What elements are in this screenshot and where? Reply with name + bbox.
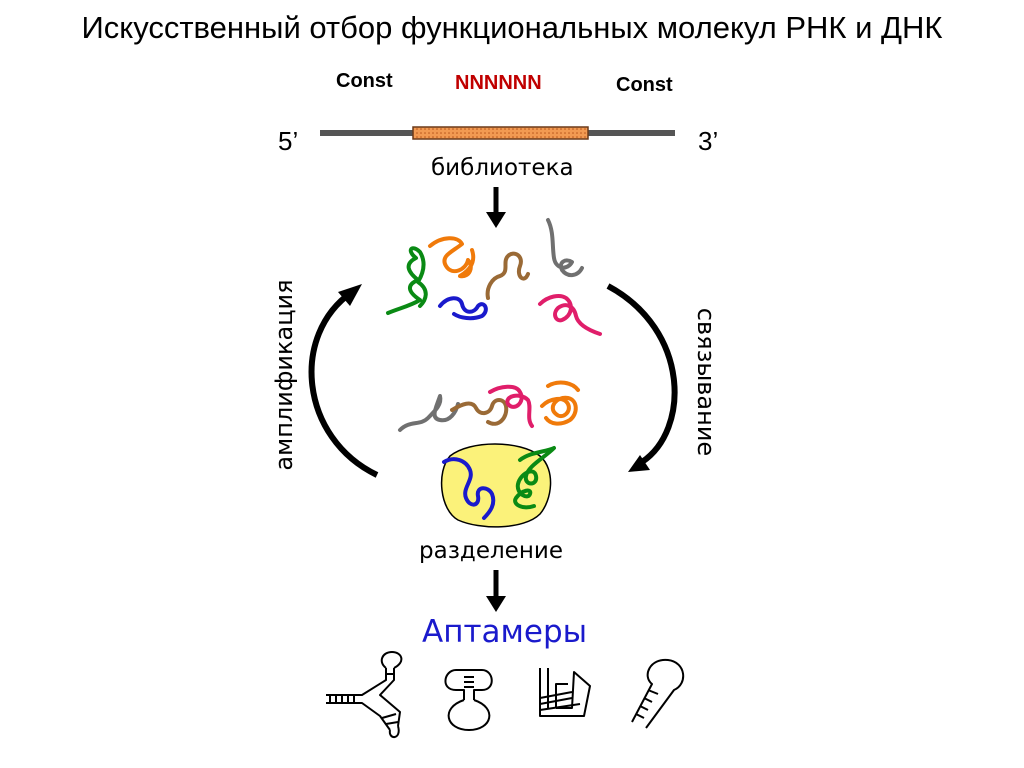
library-construct bbox=[320, 126, 675, 140]
random-region-label: NNNNNN bbox=[455, 72, 542, 94]
blue-strand bbox=[438, 296, 488, 321]
pink-strand bbox=[538, 294, 602, 336]
orange-strand-tail bbox=[546, 380, 580, 392]
random-insert-box bbox=[412, 126, 589, 140]
green-strand-bound bbox=[513, 446, 556, 510]
bound-strands bbox=[398, 380, 580, 520]
gray-strand bbox=[546, 218, 584, 277]
binding-arrow bbox=[606, 283, 678, 472]
amplification-arrow bbox=[308, 284, 379, 478]
separation-label: разделение bbox=[419, 538, 563, 564]
orange-strand-bound bbox=[540, 395, 578, 426]
const-right-label: Const bbox=[616, 74, 673, 96]
orange-strand bbox=[428, 236, 476, 279]
aptamer-simple-hairpin bbox=[631, 658, 684, 729]
brown-strand bbox=[485, 251, 530, 300]
three-prime-label: 3’ bbox=[698, 126, 719, 156]
green-strand bbox=[386, 246, 428, 315]
strand-pool bbox=[386, 218, 602, 336]
aptamer-hairpin-bulge bbox=[444, 669, 493, 731]
brown-strand-bound bbox=[450, 398, 509, 426]
aptamer-structures bbox=[326, 651, 684, 738]
down-arrow-library bbox=[486, 187, 506, 228]
aptamer-three-way-junction bbox=[326, 651, 403, 738]
pink-strand-bound bbox=[488, 384, 534, 428]
down-arrow-separation bbox=[486, 570, 506, 612]
five-prime-label: 5’ bbox=[278, 126, 299, 156]
aptamer-quadruplex bbox=[539, 668, 591, 717]
library-caption: библиотека bbox=[431, 155, 574, 181]
target-molecule bbox=[440, 443, 552, 528]
const-left-label: Const bbox=[336, 70, 393, 92]
gray-strand-bound bbox=[398, 394, 460, 432]
page-title: Искусственный отбор функциональных молек… bbox=[81, 10, 943, 45]
blue-strand-bound bbox=[442, 457, 496, 520]
aptamers-label: Аптамеры bbox=[422, 614, 588, 650]
